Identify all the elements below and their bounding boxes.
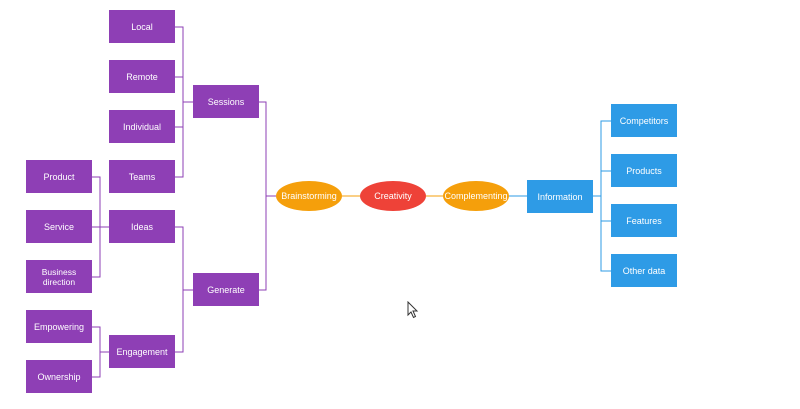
node-complementing[interactable]: Complementing <box>443 181 509 211</box>
node-information[interactable]: Information <box>527 180 593 213</box>
connector-ideas-generate <box>175 226 184 353</box>
connector-ownership-engagement <box>92 352 101 378</box>
mouse-pointer-icon <box>407 301 419 319</box>
node-features[interactable]: Features <box>611 204 677 237</box>
node-sessions[interactable]: Sessions <box>193 85 259 118</box>
connector-information-otherdata <box>600 196 611 272</box>
connector-teams-sessions <box>175 102 184 178</box>
node-ideas[interactable]: Ideas <box>109 210 175 243</box>
node-brainstorming[interactable]: Brainstorming <box>276 181 342 211</box>
connector-product-ideas <box>92 176 109 228</box>
node-local[interactable]: Local <box>109 10 175 43</box>
node-generate[interactable]: Generate <box>193 273 259 306</box>
node-service[interactable]: Service <box>26 210 92 243</box>
node-remote[interactable]: Remote <box>109 60 175 93</box>
connector-information-children <box>593 120 611 197</box>
connector-local-sessions <box>175 26 193 103</box>
node-empowering[interactable]: Empowering <box>26 310 92 343</box>
connector-sessions-brainstorming <box>258 101 267 291</box>
connector-empowering-engagement <box>92 326 109 353</box>
node-creativity[interactable]: Creativity <box>360 181 426 211</box>
node-business-direction[interactable]: Business direction <box>26 260 92 293</box>
connector-business-ideas <box>92 227 101 278</box>
node-ownership[interactable]: Ownership <box>26 360 92 393</box>
node-competitors[interactable]: Competitors <box>611 104 677 137</box>
node-other-data[interactable]: Other data <box>611 254 677 287</box>
node-products[interactable]: Products <box>611 154 677 187</box>
node-engagement[interactable]: Engagement <box>109 335 175 368</box>
node-individual[interactable]: Individual <box>109 110 175 143</box>
node-teams[interactable]: Teams <box>109 160 175 193</box>
node-product[interactable]: Product <box>26 160 92 193</box>
